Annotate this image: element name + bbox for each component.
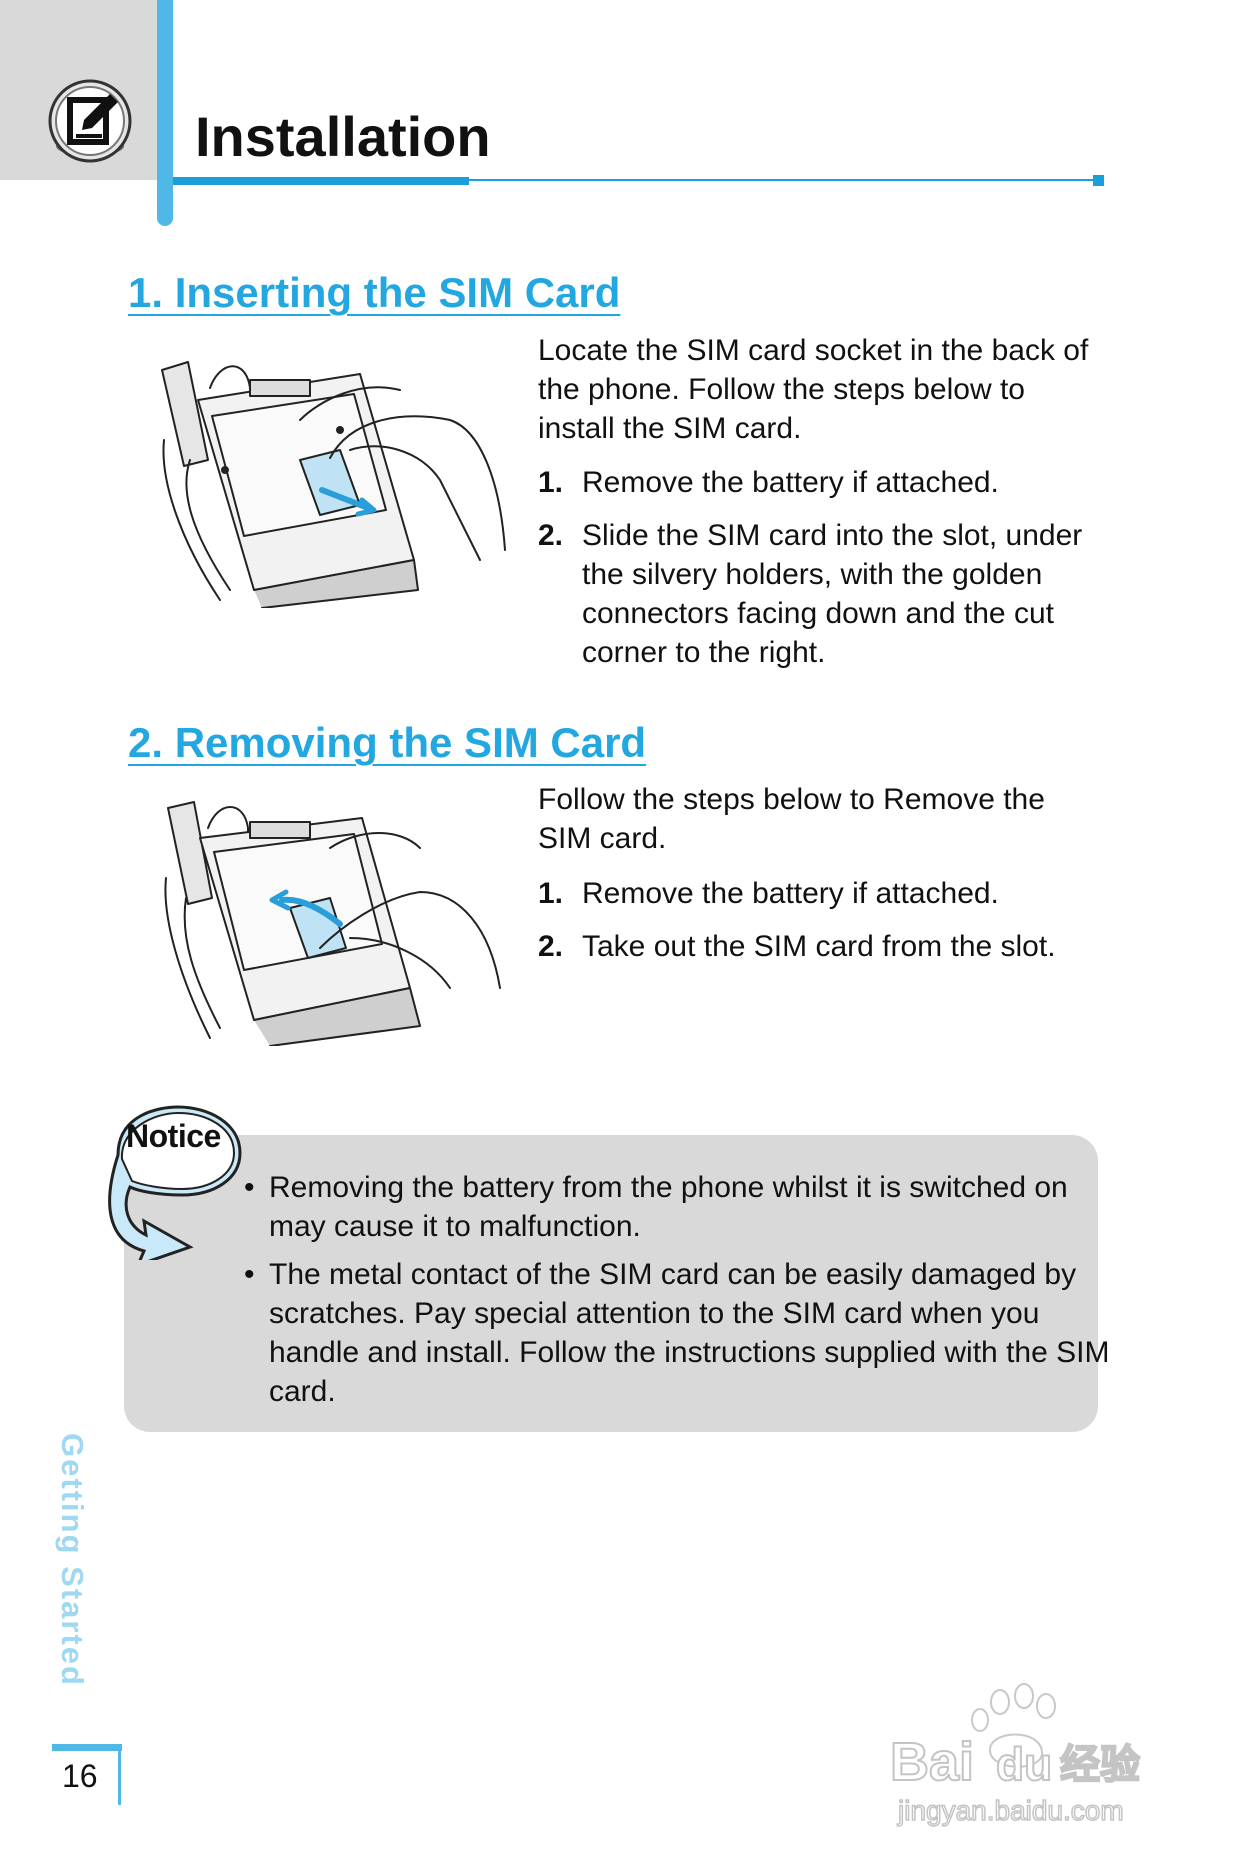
sim-insert-illustration [161, 361, 506, 608]
step-text: Remove the battery if attached. [582, 877, 999, 910]
watermark-brand-2: du [996, 1738, 1052, 1790]
title-rule-thin [469, 179, 1095, 181]
section2-step: 1. Remove the battery if attached. [538, 874, 1098, 914]
step-number: 2. [538, 519, 564, 552]
section2-step: 2. Take out the SIM card from the slot. [538, 927, 1118, 967]
section-heading-inserting: 1. Inserting the SIM Card [128, 269, 621, 316]
page-number-divider [118, 1751, 121, 1805]
page-number-bar [52, 1744, 122, 1751]
section-heading-removing: 2. Removing the SIM Card [128, 719, 647, 766]
step-text: Remove the battery if attached. [582, 466, 999, 499]
bullet-dot: • [244, 1258, 255, 1291]
side-section-label: Getting Started [50, 1380, 94, 1740]
note-pencil-icon [48, 79, 132, 163]
step-number: 1. [538, 466, 564, 499]
watermark-url: jingyan.baidu.com [897, 1795, 1124, 1826]
page-title: Installation [195, 105, 491, 168]
page-number: 16 [62, 1758, 98, 1794]
bullet-text: The metal contact of the SIM card can be… [269, 1258, 1110, 1408]
notice-panel [124, 1135, 1098, 1432]
title-rule-end-square [1093, 175, 1104, 186]
step-text: Slide the SIM card into the slot, under … [582, 519, 1083, 669]
notice-arrow-icon [108, 1105, 242, 1260]
section2-intro: Follow the steps below to Remove the SIM… [538, 783, 1045, 855]
step-number: 2. [538, 930, 564, 963]
notice-bullet: • Removing the battery from the phone wh… [244, 1168, 1124, 1248]
watermark-brand: Bai [890, 1732, 974, 1792]
side-section-label-text: Getting Started [55, 1433, 90, 1687]
baidu-watermark: Bai du 经验 jingyan.baidu.com [889, 1683, 1141, 1827]
section1-step: 1. Remove the battery if attached. [538, 463, 1098, 503]
sim-remove-illustration [164, 801, 501, 1046]
bullet-dot: • [244, 1171, 255, 1204]
bullet-text: Removing the battery from the phone whil… [269, 1171, 1068, 1243]
step-number: 1. [538, 877, 564, 910]
notice-label: Notice [126, 1118, 221, 1154]
section1-intro: Locate the SIM card socket in the back o… [538, 334, 1089, 445]
notice-bullet: • The metal contact of the SIM card can … [244, 1255, 1124, 1415]
watermark-cn: 经验 [1060, 1742, 1140, 1788]
step-text: Take out the SIM card from the slot. [582, 930, 1056, 963]
header-vertical-bar [157, 0, 173, 226]
title-rule-thick [173, 177, 469, 185]
section1-step: 2. Slide the SIM card into the slot, und… [538, 516, 1098, 676]
